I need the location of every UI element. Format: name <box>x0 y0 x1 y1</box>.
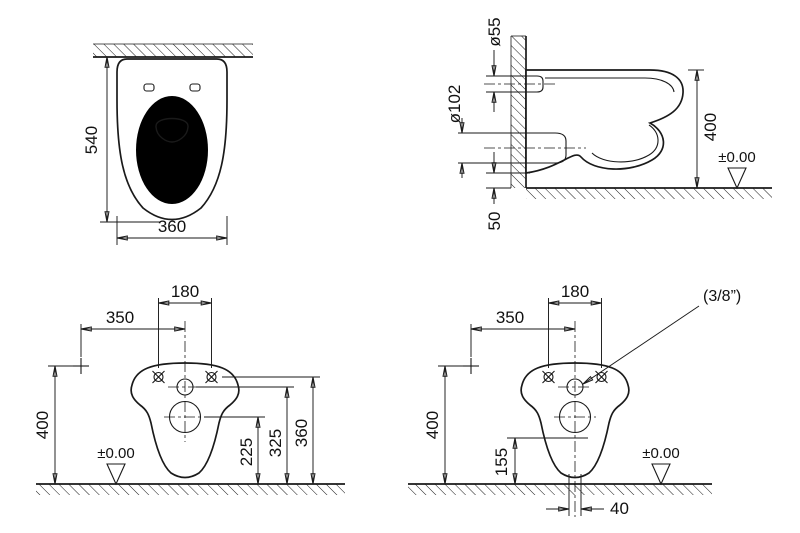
dim-inlet-dia55: ø55 <box>485 17 526 112</box>
supply-thread-callout: (3/8”) <box>582 288 741 385</box>
dim-outlet-dia102: ø102 <box>445 85 526 178</box>
toilet-front-body <box>520 362 630 479</box>
supply-point <box>463 358 479 374</box>
front-view-connection: 180 350 (3/8”) 400 155 40 ± <box>408 282 741 518</box>
dim-width-360: 360 <box>116 216 228 245</box>
dim-supply-offset-label: 350 <box>106 308 134 327</box>
floor-level-label: ±0.00 <box>718 149 755 166</box>
floor-level-label: ±0.00 <box>97 445 134 462</box>
dim-supply-offset-350: 350 <box>470 308 576 357</box>
dim-height-400: 400 <box>33 365 74 485</box>
dim-fixing-spacing-180: 180 <box>158 282 212 368</box>
dim-inlet-height-label: 325 <box>266 429 285 457</box>
seat-hinge-left <box>143 83 155 92</box>
wall-hatch <box>93 44 253 57</box>
dim-trap-height-155: 155 <box>492 437 566 485</box>
dim-bottom-clearance-50: 50 <box>485 152 530 230</box>
dim-supply-offset-350: 350 <box>80 308 186 357</box>
floor-level-label: ±0.00 <box>642 445 679 462</box>
floor-datum: ±0.00 <box>642 445 680 486</box>
dim-height-label: 400 <box>423 411 442 439</box>
floor-hatch <box>36 484 345 495</box>
dim-bottom-clearance-label: 50 <box>485 212 504 231</box>
dim-outlet-height-label: 225 <box>237 438 256 466</box>
side-view: ø55 ø102 400 50 ±0.00 <box>445 17 772 230</box>
front-view-installation: 180 350 400 225 325 360 ±0.00 <box>33 282 345 495</box>
dim-fixing-spacing-label: 180 <box>561 282 589 301</box>
dim-trap-height-label: 155 <box>492 448 511 476</box>
datum-level-icon <box>651 463 671 486</box>
dim-inlet-dia-label: ø55 <box>485 17 504 46</box>
toilet-front-body <box>130 362 240 479</box>
dim-height-400-side: 400 <box>688 69 720 189</box>
dim-fixing-spacing-label: 180 <box>171 282 199 301</box>
water-spot <box>155 117 189 143</box>
dim-supply-offset-label: 350 <box>496 308 524 327</box>
dim-fixing-height-360: 360 <box>222 376 320 485</box>
supply-point <box>73 358 89 374</box>
dim-fixing-spacing-180: 180 <box>548 282 602 368</box>
dim-height-label: 400 <box>33 411 52 439</box>
leader-line <box>582 305 700 385</box>
seat-hinge-right <box>189 83 201 92</box>
dim-outlet-height-225: 225 <box>204 416 265 485</box>
dim-depth-540: 540 <box>82 56 160 223</box>
floor-hatch <box>408 484 712 495</box>
dim-height-label: 400 <box>701 113 720 141</box>
inlet-spigot <box>526 75 544 93</box>
dim-outlet-width-label: 40 <box>610 499 629 518</box>
floor-datum-side: ±0.00 <box>718 149 756 190</box>
floor-hatch <box>526 188 772 199</box>
dim-width-label: 360 <box>158 217 186 236</box>
seat-opening <box>136 96 208 204</box>
wall-hatch <box>511 36 526 188</box>
bowl-inner-line <box>591 124 659 163</box>
plan-view: 540 360 <box>82 43 253 245</box>
dim-height-400: 400 <box>423 365 464 485</box>
dim-inlet-height-325: 325 <box>196 386 294 485</box>
dim-outlet-width-40: 40 <box>546 474 629 518</box>
datum-level-icon <box>727 167 747 190</box>
toilet-side-outline <box>525 69 684 174</box>
seat-profile-line <box>545 77 675 93</box>
datum-level-icon <box>106 463 126 486</box>
dim-outlet-dia-label: ø102 <box>445 85 464 124</box>
dim-fixing-height-label: 360 <box>292 419 311 447</box>
supply-thread-label: (3/8”) <box>703 288 741 305</box>
floor-datum: ±0.00 <box>97 445 135 486</box>
dim-depth-label: 540 <box>82 126 101 154</box>
